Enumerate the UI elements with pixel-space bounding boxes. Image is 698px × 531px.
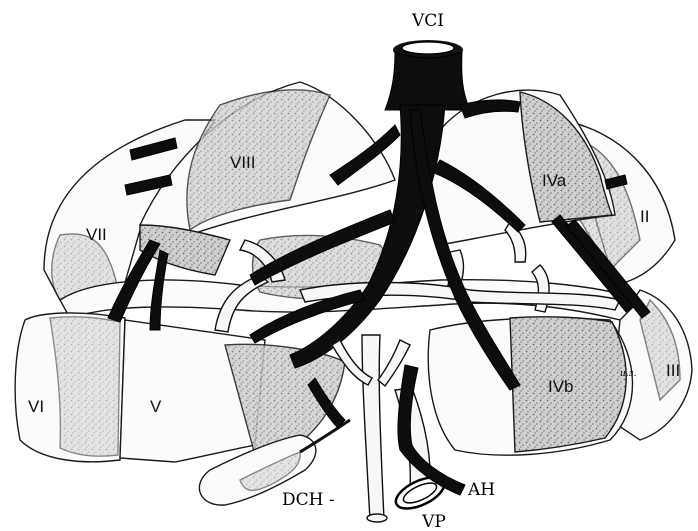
segment-v-label: V [150, 397, 162, 416]
ah-label: AH [467, 480, 495, 500]
segment-vii-label: VII [86, 225, 107, 244]
segment-ii-label: II [640, 207, 649, 226]
segment-iva-label: IVa [542, 171, 567, 190]
segment-iii-label: III [666, 361, 680, 380]
segment-vi-shape [15, 313, 125, 462]
vp-label: VP [421, 512, 446, 531]
vci-label: VCI [411, 11, 444, 31]
artist-signature: и.з. [620, 369, 637, 379]
segment-vi-label: VI [28, 397, 44, 416]
segment-ivb-label: IVb [548, 377, 574, 396]
segment-viii-label: VIII [230, 153, 256, 172]
segment-ivb-shape [428, 317, 632, 455]
dch-label: DCH - [282, 490, 335, 510]
